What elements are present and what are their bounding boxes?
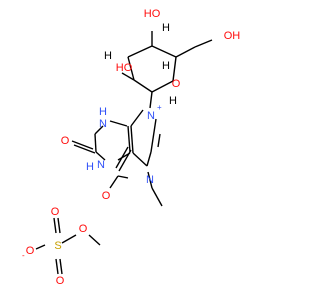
o2-label: O [61,135,70,147]
hydroxyl-c5-label: OH [224,30,241,42]
sulfate-bonds [35,217,101,275]
sulfate-oxygen-charge: - [22,251,25,260]
sulfate-oxygen-minus-label: O [26,245,35,257]
o6-label: O [102,190,111,202]
sulfate-oxygen-bottom-label: O [56,275,65,287]
n1-h-label: H [86,161,94,173]
n7-label: N [146,174,154,186]
sulfate-oxygen-top-label: O [51,206,60,218]
stereo-h-3: H [162,60,170,72]
stereo-h-4: H [169,95,177,107]
hydroxyl-top-label: HO [144,8,161,20]
n3-label: N [99,118,107,130]
ring-oxygen-label: O [172,78,181,90]
stereo-h-1: H [162,22,170,34]
n3-h-label: H [99,106,107,118]
stereo-h-2: H [104,50,112,62]
molecule-structure: HO HO O OH H H H H N + H N O N H N O O -… [22,8,241,287]
n9-label: N [147,110,155,122]
n1-label: N [97,159,105,171]
n9-charge: + [157,103,162,112]
sulfur-label: S [54,240,61,252]
methoxy-oxygen-label: O [79,223,88,235]
purine-bonds [71,109,163,207]
ribose-bonds [121,31,213,109]
hydroxyl-c3-label: HO [116,62,133,74]
